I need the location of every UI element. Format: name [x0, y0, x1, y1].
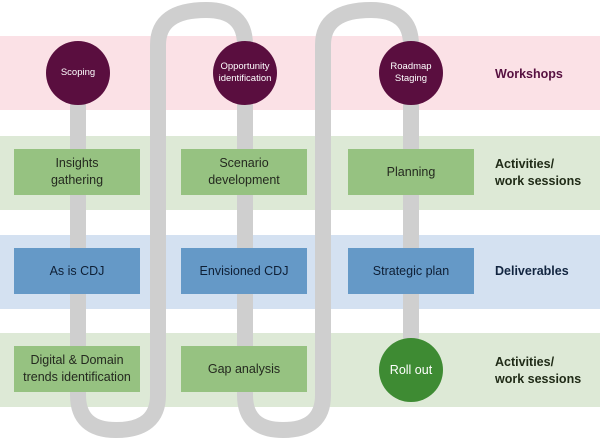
scenario-development-box: Scenario development [181, 149, 307, 195]
gap-analysis-box: Gap analysis [181, 346, 307, 392]
deliverables-row-label: Deliverables [495, 264, 569, 278]
digital-domain-trends-line2: trends identification [23, 370, 131, 384]
strategic-plan-label: Strategic plan [372, 263, 450, 278]
gap-analysis-label: Gap analysis [207, 361, 281, 376]
scoping-circle: Scoping [46, 41, 110, 105]
insights-gathering-box: Insights gathering [14, 149, 140, 195]
envisioned-cdj-box: Envisioned CDJ [181, 248, 307, 294]
activities-row-label-2: Activities/work sessions [495, 355, 582, 386]
planning-box: Planning [348, 149, 474, 195]
envisioned-cdj-label: Envisioned CDJ [199, 263, 289, 278]
insights-gathering-line1: Insights [55, 156, 99, 170]
roadmap-staging-label: Roadmap Staging [390, 61, 432, 84]
planning-label: Planning [386, 164, 436, 179]
opportunity-identification-circle: Opportunity identification [213, 41, 277, 105]
insights-gathering-line2: gathering [50, 173, 104, 187]
roll-out-label: Roll out [389, 363, 433, 377]
scoping-label: Scoping [60, 67, 96, 78]
scenario-development-line1: Scenario [219, 156, 269, 170]
workshops-row-label: Workshops [495, 67, 563, 81]
as-is-cdj-label: As is CDJ [49, 263, 105, 278]
activities-row-label-1: Activities/work sessions [495, 157, 582, 188]
strategic-plan-box: Strategic plan [348, 248, 474, 294]
digital-domain-trends-box: Digital & Domain trends identification [14, 346, 140, 392]
roadmap-staging-circle: Roadmap Staging [379, 41, 443, 105]
digital-domain-trends-line1: Digital & Domain [30, 353, 124, 367]
roll-out-circle: Roll out [379, 338, 443, 402]
opportunity-identification-label: Opportunity identification [218, 61, 272, 84]
scenario-development-line2: development [208, 173, 280, 187]
as-is-cdj-box: As is CDJ [14, 248, 140, 294]
